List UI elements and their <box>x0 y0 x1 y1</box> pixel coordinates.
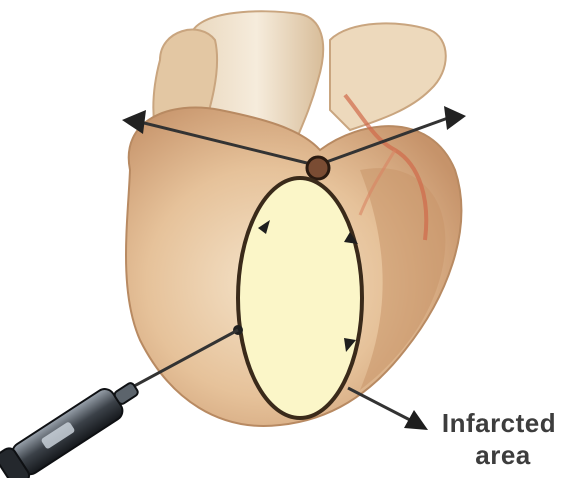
infarct-patch <box>238 178 362 418</box>
injector-device <box>0 372 146 478</box>
right-vessel <box>330 23 446 130</box>
pointer-line <box>348 388 410 420</box>
arrow-left <box>122 110 146 134</box>
arrow-infarct-pointer <box>348 388 428 430</box>
infarcted-label-line1: Infarcted <box>424 410 570 437</box>
junction-node <box>307 157 329 179</box>
infarcted-label-line2: area <box>448 442 558 469</box>
arrow-right <box>444 106 466 130</box>
